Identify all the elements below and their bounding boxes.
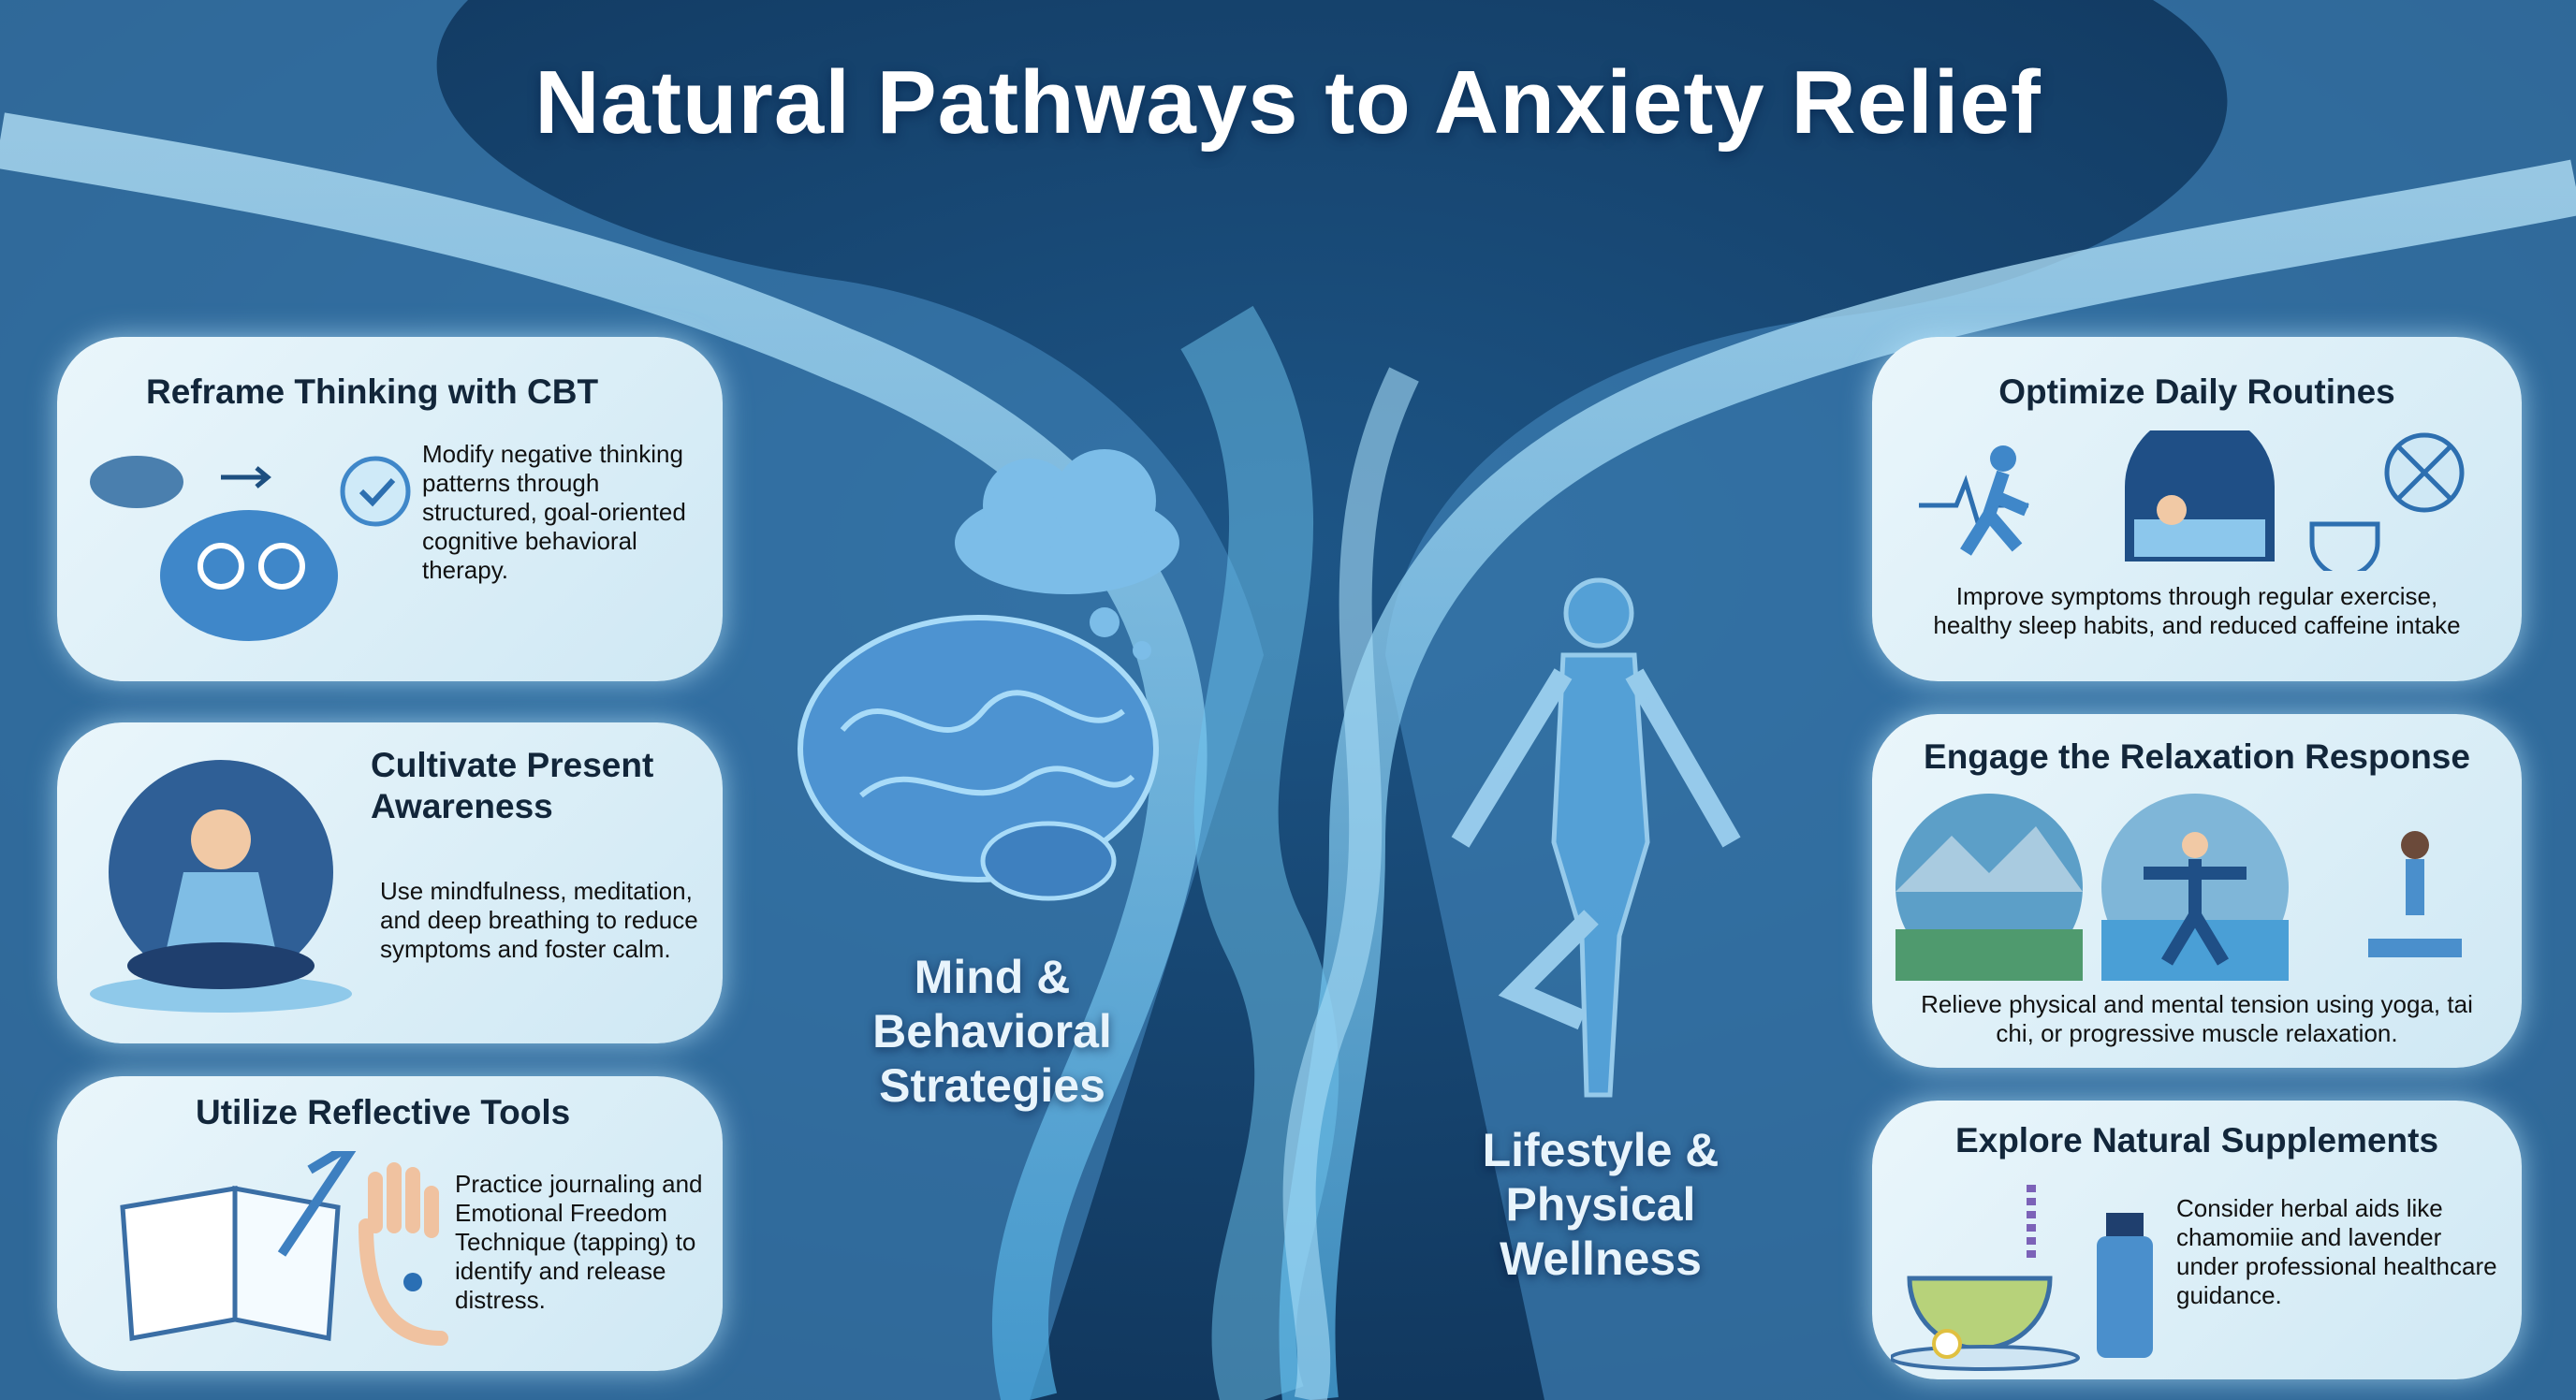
card-text: Improve symptoms through regular exercis… <box>1933 582 2461 639</box>
relaxation-icons <box>1895 794 2462 981</box>
card-text: Use mindfulness, meditation, and deep br… <box>380 877 698 963</box>
thought-cloud-icon <box>955 449 1179 660</box>
page-title: Natural Pathways to Anxiety Relief <box>534 52 2042 153</box>
card-cbt: Reframe Thinking with CBT Modify negativ… <box>57 337 723 681</box>
card-text: Relieve physical and mental tension usin… <box>1921 990 2473 1047</box>
card-text: Consider herbal aids like chamomiie and … <box>2176 1194 2497 1309</box>
hub-lifestyle-physical: Lifestyle & Physical Wellness <box>1482 1124 1720 1285</box>
card-mindfulness: Cultivate Present Awareness Use mindfuln… <box>57 722 723 1043</box>
card-daily-routines: Optimize Daily Routines Improve symptoms… <box>1872 337 2522 681</box>
card-title: Utilize Reflective Tools <box>196 1093 571 1131</box>
brain-icon <box>798 615 1159 901</box>
card-title: Explore Natural Supplements <box>1954 1121 2439 1159</box>
card-text: Practice journaling and Emotional Freedo… <box>455 1170 703 1314</box>
journal-tapping-icon <box>120 1151 448 1346</box>
card-natural-supplements: Explore Natural Supplements Consider her… <box>1872 1101 2522 1379</box>
card-relaxation-response: Engage the Relaxation Response Relieve p… <box>1872 714 2522 1068</box>
meditation-icon <box>90 760 352 1013</box>
card-reflective-tools: Utilize Reflective Tools Practice journa… <box>57 1076 723 1371</box>
brain-gears-icon <box>90 456 411 641</box>
card-title: Reframe Thinking with CBT <box>146 372 599 411</box>
card-title: Optimize Daily Routines <box>1998 372 2395 411</box>
card-title: Engage the Relaxation Response <box>1924 737 2470 776</box>
human-figure-icon <box>1451 577 1741 1098</box>
hub-mind-behavioral: Mind & Behavioral Strategies <box>872 951 1112 1112</box>
card-title: Cultivate Present Awareness <box>371 746 654 825</box>
routine-icons <box>1919 430 2465 571</box>
herbal-tea-icon <box>1891 1185 2153 1371</box>
card-text: Modify negative thinking patterns throug… <box>422 440 686 584</box>
